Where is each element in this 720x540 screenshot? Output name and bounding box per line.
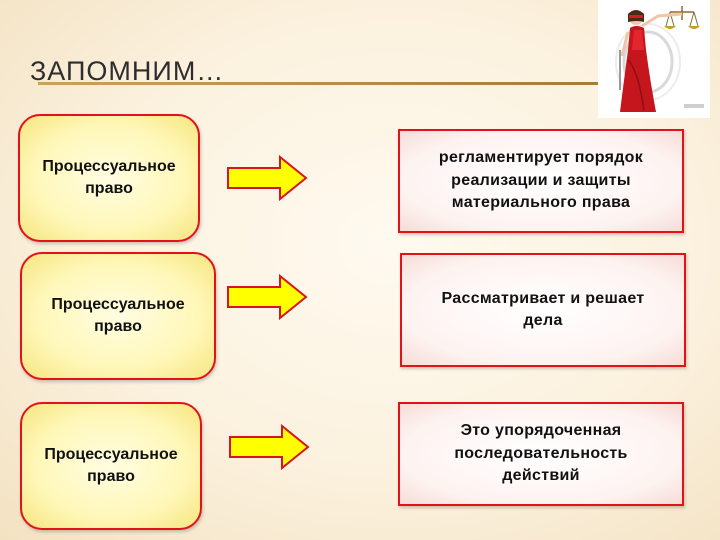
themis-justice-icon	[598, 0, 710, 118]
left-box-2: Процессуальное право	[20, 252, 216, 380]
right-box-3-line-1: Это упорядоченная	[460, 422, 622, 440]
right-box-2-line-1: Рассматривает и решает	[441, 289, 645, 307]
right-box-3-line-2: последовательность	[454, 444, 628, 462]
left-box-3: Процессуальное право	[20, 402, 202, 530]
right-box-2: Рассматривает и решает дела	[400, 253, 686, 367]
left-box-2-line-1: Процессуальное	[51, 296, 185, 314]
left-box-1: Процессуальное право	[18, 114, 200, 242]
right-box-1-line-3: материального права	[451, 194, 631, 212]
left-box-3-line-1: Процессуальное	[44, 446, 178, 464]
right-arrow-icon	[229, 424, 310, 470]
right-box-1-line-1: регламентирует порядок	[438, 149, 644, 167]
right-arrow-icon	[227, 155, 308, 201]
right-box-2-line-2: дела	[523, 312, 563, 329]
right-box-1: регламентирует порядок реализации и защи…	[398, 129, 684, 233]
title-underline	[38, 82, 648, 85]
right-box-3: Это упорядоченная последовательность дей…	[398, 402, 684, 506]
left-box-1-line-1: Процессуальное	[42, 158, 176, 176]
right-arrow-icon	[227, 274, 308, 320]
slide-title: ЗАПОМНИМ…	[30, 56, 225, 86]
left-box-1-line-2: право	[85, 180, 133, 197]
left-box-3-line-2: право	[87, 468, 135, 485]
right-box-3-line-3: действий	[502, 467, 580, 485]
right-box-1-line-2: реализации и защиты	[451, 171, 631, 189]
left-box-2-line-2: право	[94, 318, 142, 335]
